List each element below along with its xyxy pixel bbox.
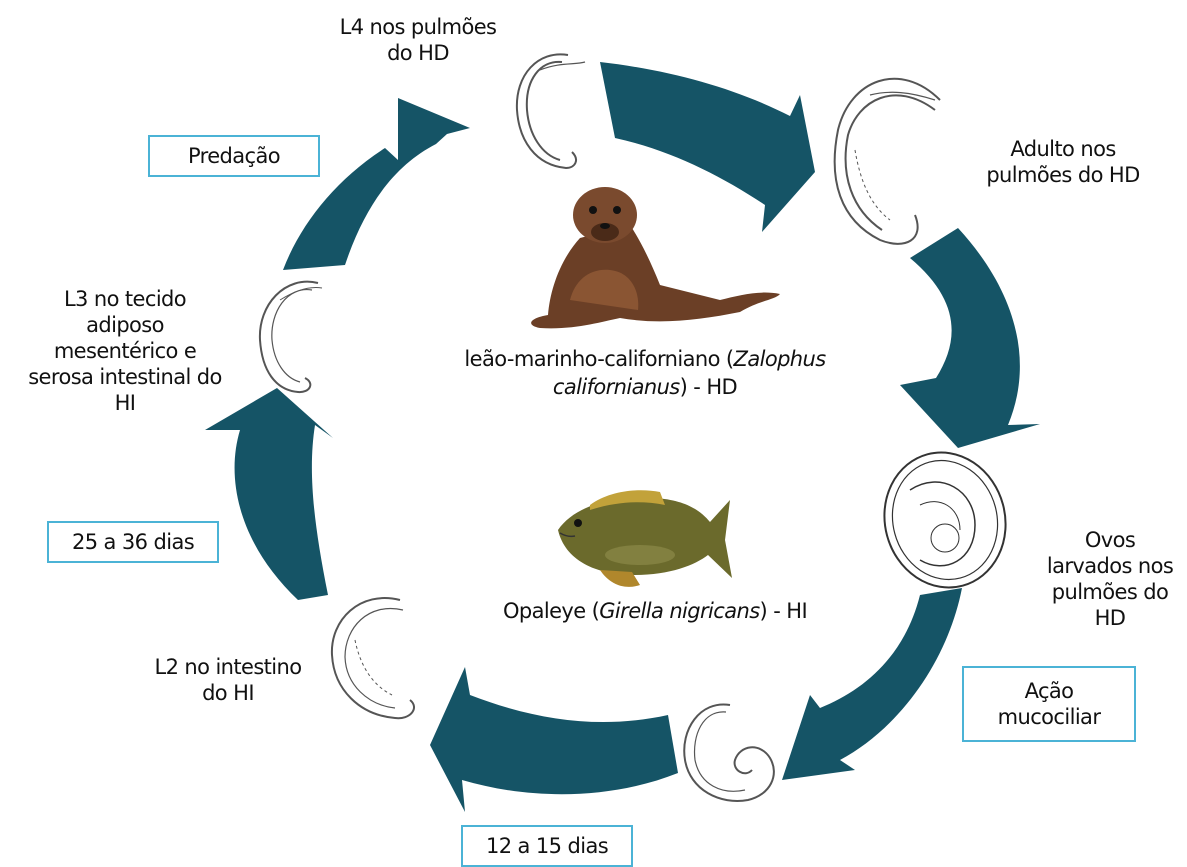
larva-l1-coiled-icon (684, 704, 774, 800)
label-adult-lungs: Adulto nos pulmões do HD (968, 136, 1158, 188)
label-larvated-eggs: Ovos larvados nos pulmões do HD (1040, 527, 1180, 631)
box-mucociliary-action: Ação mucociliar (962, 666, 1136, 742)
box-predation: Predação (148, 135, 320, 177)
label-l2-intestine: L2 no intestino do HI (148, 654, 308, 706)
label-l3-adipose: L3 no tecido adiposo mesentérico e seros… (20, 286, 230, 416)
box-12-15-days: 12 a 15 dias (461, 825, 633, 867)
larva-l2-icon (332, 598, 414, 718)
label-intermediate-host: Opaleye (Girella nigricans) - HI (440, 597, 870, 625)
box-25-36-days: 25 a 36 dias (47, 521, 219, 563)
larva-l4-icon (517, 54, 585, 168)
larva-l3-icon (260, 282, 322, 392)
opaleye-fish-illustration (558, 490, 732, 587)
larvated-egg-icon (869, 439, 1020, 601)
sea-lion-illustration (531, 187, 780, 328)
label-definitive-host: leão-marinho-californiano (Zalophus cali… (395, 345, 895, 401)
label-l4-lungs: L4 nos pulmões do HD (318, 14, 518, 66)
adult-worm-icon (835, 79, 940, 244)
